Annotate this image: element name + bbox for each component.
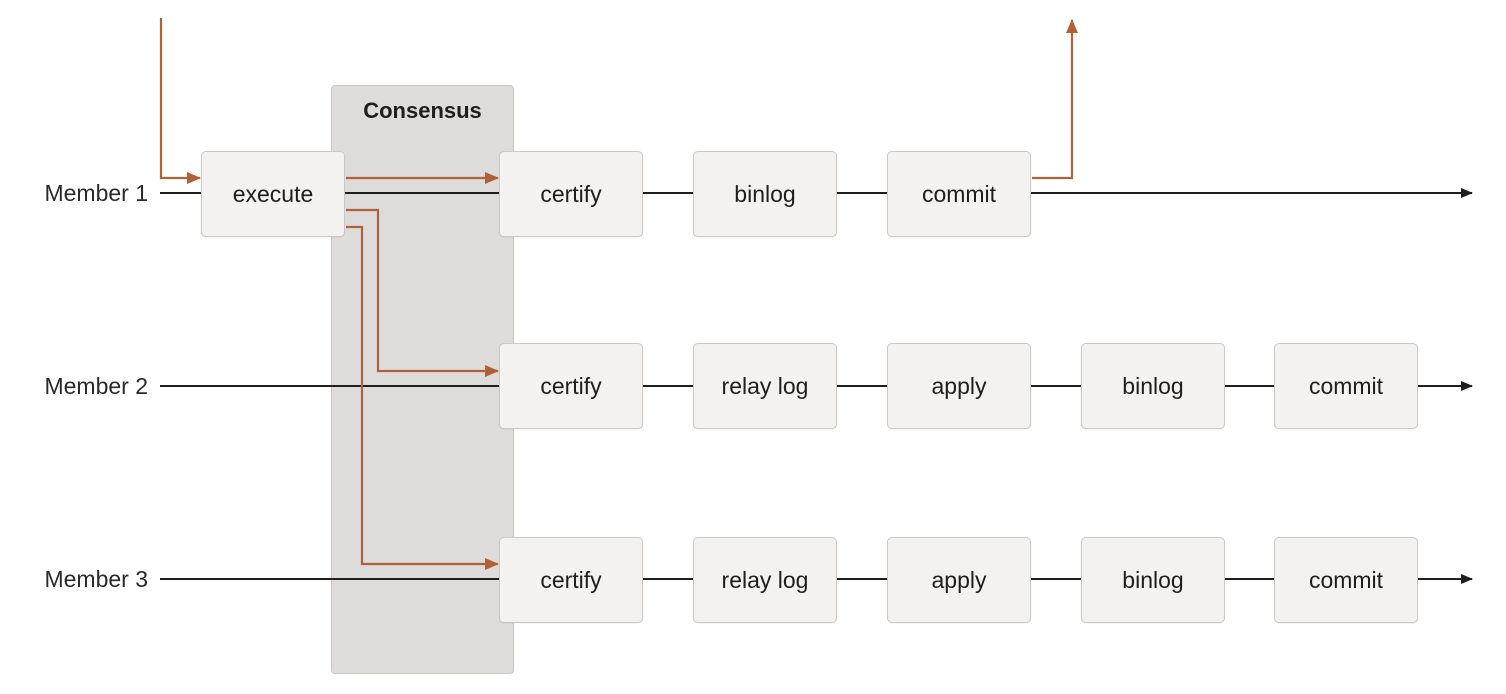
outgoing-arrow [1032,19,1078,180]
step-commit-member-3: commit [1274,537,1418,623]
incoming-arrow [159,18,201,184]
step-certify-member-3: certify [499,537,643,623]
flow-arrow-to-member-2 [346,208,499,377]
step-apply-member-2: apply [887,343,1031,429]
member-2-label: Member 2 [44,373,148,399]
step-binlog-member-2: binlog [1081,343,1225,429]
step-apply-member-3: apply [887,537,1031,623]
step-certify-member-2: certify [499,343,643,429]
member-3-label: Member 3 [44,566,148,592]
consensus-label: Consensus [363,98,482,123]
step-execute-member-1: execute [201,151,345,237]
member-1-label: Member 1 [44,180,148,206]
step-certify-member-1: certify [499,151,643,237]
step-binlog-member-1: binlog [693,151,837,237]
step-commit-member-2: commit [1274,343,1418,429]
step-binlog-member-3: binlog [1081,537,1225,623]
step-relay-log-member-3: relay log [693,537,837,623]
step-commit-member-1: commit [887,151,1031,237]
step-relay-log-member-2: relay log [693,343,837,429]
flow-arrow-to-member-3 [346,225,499,570]
